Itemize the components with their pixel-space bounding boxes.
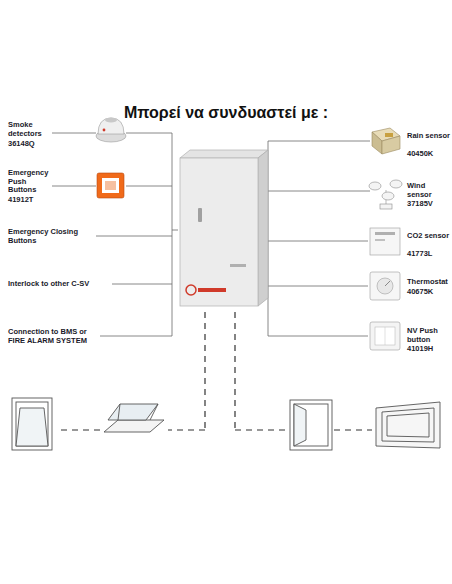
smoke-detector-icon [96, 118, 126, 143]
part-name: Emergency Closing Buttons [8, 228, 94, 245]
emergency-button-icon [97, 173, 124, 198]
thermostat-icon [370, 272, 400, 300]
part-name: Interlock to other C-SV [8, 280, 110, 289]
part-name: NV Push button [407, 327, 451, 344]
control-cabinet [180, 150, 268, 306]
part-name: Smoke detectors [8, 121, 52, 138]
part-name: Emergency Push Buttons [8, 169, 54, 195]
part-name: Wind sensor [407, 182, 451, 199]
dashed-wiring [56, 312, 372, 430]
push-button-icon [370, 322, 400, 350]
part-name: Thermostat [407, 278, 451, 287]
wind-sensor-icon [369, 180, 402, 209]
part-name: Connection to BMS or FIRE ALARM SYSTEM [8, 328, 98, 345]
window-icon [12, 398, 52, 450]
part-code: 36148Q [8, 140, 52, 149]
part-code: 37185V [407, 200, 451, 209]
skylight-icon [104, 404, 164, 432]
rain-sensor-icon [372, 128, 400, 154]
co2-sensor-icon [370, 228, 400, 255]
part-code: 41912T [8, 196, 52, 205]
window-frame-icon [376, 402, 440, 448]
part-code: 40675K [407, 288, 451, 297]
leader-lines [52, 133, 370, 336]
part-name: Rain sensor [407, 132, 451, 141]
window-icon [290, 400, 332, 450]
part-code: 41773L [407, 250, 451, 259]
part-code: 40450K [407, 150, 451, 159]
part-code: 41019H [407, 345, 451, 354]
part-name: CO2 sensor [407, 232, 451, 241]
diagram-title: Μπορεί να συνδυαστεί με : [0, 104, 452, 122]
